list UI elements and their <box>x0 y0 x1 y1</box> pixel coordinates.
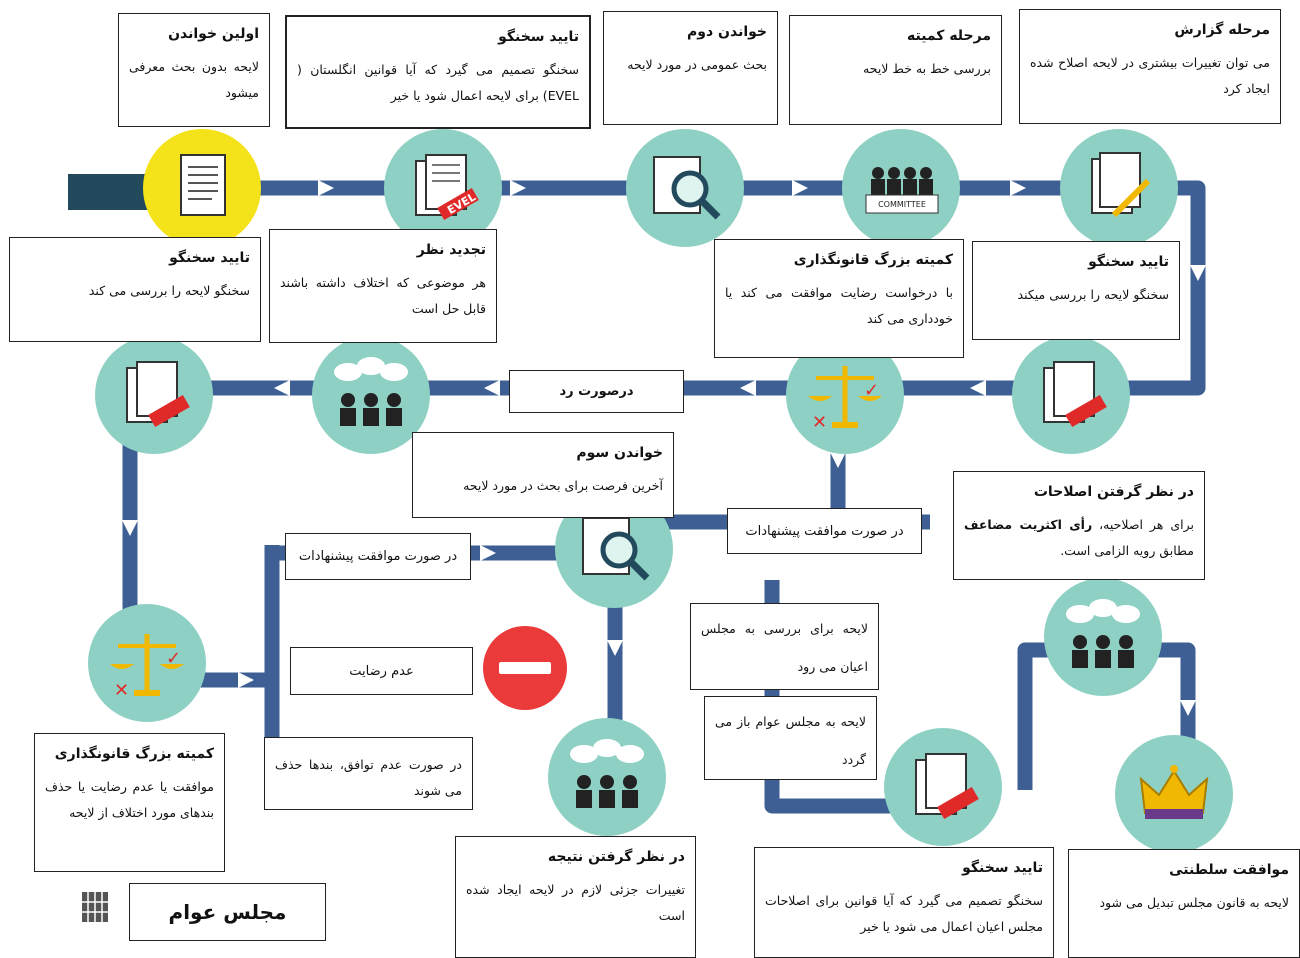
stage-title: در نظر گرفتن نتیجه <box>547 849 685 865</box>
stage-title: در نظر گرفتن اصلاحات <box>1033 484 1194 500</box>
stage-title: تایید سخنگو <box>962 860 1043 876</box>
parliament-logo-icon <box>82 892 108 922</box>
stage-desc: سخنگو تصمیم می گیرد که آیا قوانین برای ا… <box>765 893 1043 934</box>
evel-documents-icon <box>95 336 213 454</box>
to-lords-text: لایحه برای بررسی به مجلس اعیان می رود <box>701 621 868 674</box>
people-discussion-icon <box>548 718 666 836</box>
magnifier-document-icon <box>626 129 744 247</box>
stage-title: تایید سخنگو <box>1088 254 1169 270</box>
stage-box-third-reading: خواندن سوم آخرین فرصت برای بحث در مورد ل… <box>412 432 674 518</box>
to-lords-label: لایحه برای بررسی به مجلس اعیان می رود <box>690 603 879 690</box>
stage-desc: می توان تغییرات بیشتری در لایحه اصلاح شد… <box>1030 55 1270 96</box>
stage-desc: بررسی خط به خط لایحه <box>863 61 991 76</box>
stage-desc: سخنگو لایحه را بررسی می کند <box>88 283 250 298</box>
stage-title: مرحله گزارش <box>1174 22 1270 38</box>
no-consent-text: عدم رضایت <box>349 663 414 679</box>
stage-box-committee: مرحله کمیته بررسی خط به خط لایحه <box>789 15 1002 125</box>
stage-title: تایید سخنگو <box>498 29 579 45</box>
stage-box-reconsideration: تجدید نظر هر موضوعی که اختلاف داشته باشن… <box>269 229 497 343</box>
committee-label: COMMITTEE <box>878 200 926 209</box>
stage-box-speaker-confirm-2: تایید سخنگو سخنگو لایحه را بررسی می کند <box>9 237 261 342</box>
stage-title: خواندن سوم <box>576 445 663 461</box>
svg-text:✕: ✕ <box>812 412 827 433</box>
stage-desc: بحث عمومی در مورد لایحه <box>627 57 767 72</box>
stage-title: خواندن دوم <box>687 24 767 40</box>
stage-box-royal-assent: موافقت سلطنتی لایحه به قانون مجلس تبدیل … <box>1068 849 1300 958</box>
stage-title: کمیته بزرگ قانونگذاری <box>54 746 214 762</box>
if-rejected-text: درصورت رد <box>559 384 634 399</box>
svg-text:✓: ✓ <box>166 648 181 669</box>
if-rejected-label: درصورت رد <box>509 370 684 413</box>
if-proposals-agreed-label: در صورت موافقت پیشنهادات <box>285 533 471 580</box>
people-discussion-icon <box>312 336 430 454</box>
people-discussion-icon <box>1044 578 1162 696</box>
page-title-text: مجلس عوام <box>168 900 287 924</box>
committee-icon: COMMITTEE <box>842 129 960 247</box>
if-disagree-text: در صورت عدم توافق، بندها حذف می شوند <box>275 757 462 798</box>
stage-box-grand-committee-2: کمیته بزرگ قانونگذاری موافقت یا عدم رضای… <box>34 733 225 872</box>
stage-box-second-reading: خواندن دوم بحث عمومی در مورد لایحه <box>603 11 778 125</box>
stage-desc: برای هر اصلاحیه، رأی اکثریت مضاعف مطابق … <box>964 517 1194 558</box>
stage-desc: لایحه بدون بحث معرفی میشود <box>129 59 259 100</box>
document-icon <box>143 129 261 247</box>
stage-box-consequential: در نظر گرفتن نتیجه تغییرات جزئی لازم در … <box>455 836 696 958</box>
stage-desc: تغییرات جزئی لازم در لایحه ایجاد شده است <box>466 882 685 923</box>
evel-documents-icon <box>884 728 1002 846</box>
if-disagree-label: در صورت عدم توافق، بندها حذف می شوند <box>264 737 473 810</box>
hand-icon <box>68 174 150 210</box>
stage-box-amendments: در نظر گرفتن اصلاحات برای هر اصلاحیه، رأ… <box>953 471 1205 580</box>
svg-text:✕: ✕ <box>114 680 129 701</box>
stage-title: تجدید نظر <box>416 242 486 258</box>
page-title: مجلس عوام <box>129 883 326 941</box>
stage-title: کمیته بزرگ قانونگذاری <box>793 252 953 268</box>
evel-documents-icon: EVEL <box>384 129 502 247</box>
stage-box-speaker-evel: تایید سخنگو سخنگو تصمیم می گیرد که آیا ق… <box>285 15 591 129</box>
crown-icon <box>1115 735 1233 853</box>
stage-title: تایید سخنگو <box>169 250 250 266</box>
stage-title: مرحله کمیته <box>907 28 991 44</box>
stop-icon <box>483 626 567 710</box>
scales-icon: ✕✓ <box>88 604 206 722</box>
stage-title: موافقت سلطنتی <box>1169 862 1289 878</box>
stage-title: اولین خواندن <box>168 26 259 42</box>
stage-desc: موافقت یا عدم رضایت یا حذف بندهای مورد ا… <box>45 779 214 820</box>
stage-box-first-reading: اولین خواندن لایحه بدون بحث معرفی میشود <box>118 13 270 127</box>
stage-box-grand-committee: کمیته بزرگ قانونگذاری با درخواست رضایت م… <box>714 239 964 358</box>
if-proposals-agreed-label: در صورت موافقت پیشنهادات <box>727 508 922 554</box>
stage-box-speaker-evel-2: تایید سخنگو سخنگو تصمیم می گیرد که آیا ق… <box>754 847 1054 958</box>
if-proposals-agreed-text: در صورت موافقت پیشنهادات <box>745 523 904 539</box>
back-to-commons-text: لایحه به مجلس عوام باز می گردد <box>715 714 866 767</box>
stage-desc: آخرین فرصت برای بحث در مورد لایحه <box>463 478 663 493</box>
stage-desc: با درخواست رضایت موافقت می کند یا خوددار… <box>725 285 953 326</box>
stage-desc: لایحه به قانون مجلس تبدیل می شود <box>1099 895 1289 910</box>
document-pen-icon <box>1060 129 1178 247</box>
stage-box-speaker-confirm: تایید سخنگو سخنگو لایحه را بررسی میکند <box>972 241 1180 340</box>
stage-desc: سخنگو تصمیم می گیرد که آیا قوانین انگلست… <box>297 62 579 103</box>
evel-documents-icon <box>1012 336 1130 454</box>
stage-desc: هر موضوعی که اختلاف داشته باشند قابل حل … <box>280 275 486 316</box>
stage-box-report: مرحله گزارش می توان تغییرات بیشتری در لا… <box>1019 9 1281 124</box>
no-consent-label: عدم رضایت <box>290 647 473 695</box>
if-proposals-agreed-text: در صورت موافقت پیشنهادات <box>298 549 458 564</box>
svg-text:✓: ✓ <box>864 380 879 401</box>
back-to-commons-label: لایحه به مجلس عوام باز می گردد <box>704 696 877 780</box>
stage-desc: سخنگو لایحه را بررسی میکند <box>1017 287 1169 302</box>
